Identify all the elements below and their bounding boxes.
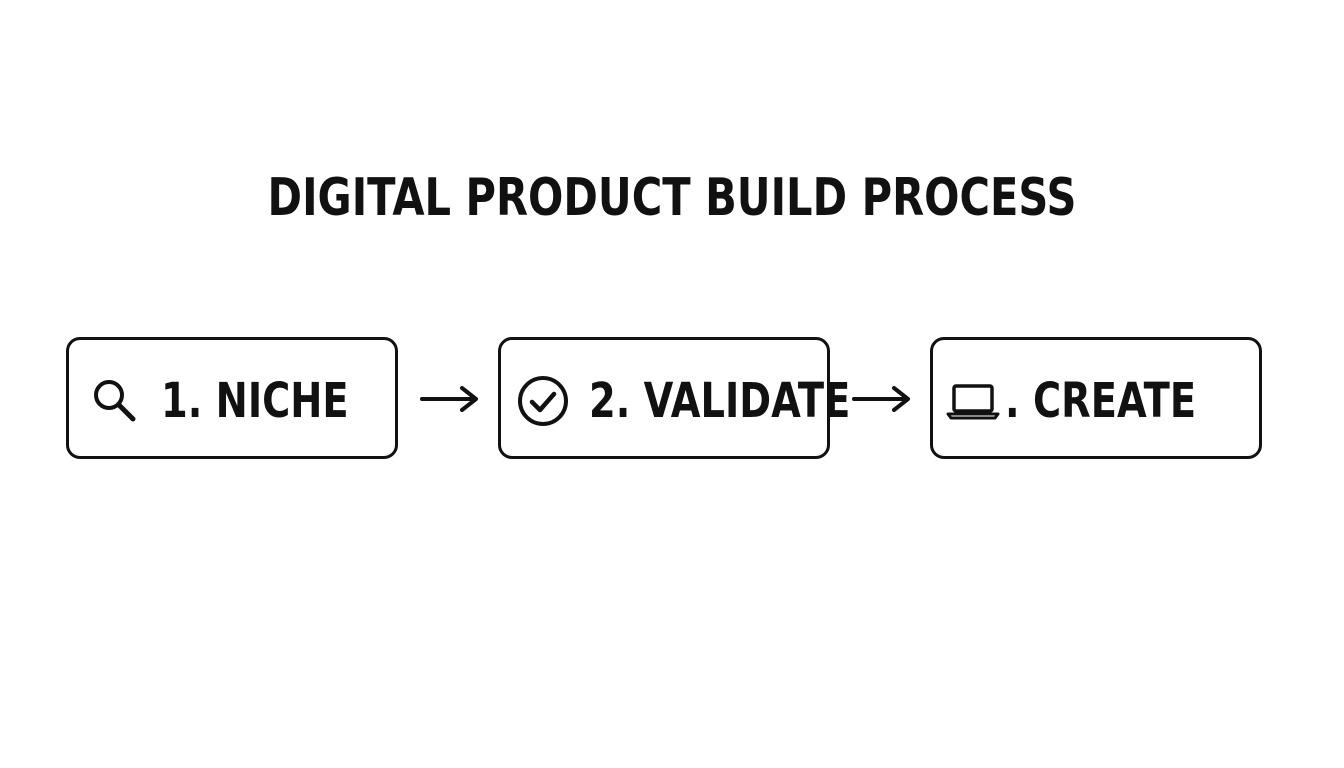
diagram-title: DIGITAL PRODUCT BUILD PROCESS bbox=[267, 168, 1077, 228]
check-circle-icon bbox=[515, 373, 571, 429]
step-create: . CREATE bbox=[930, 337, 1262, 459]
search-icon bbox=[87, 373, 143, 429]
step-label: 2. VALIDATE bbox=[589, 373, 851, 429]
arrow-right-icon bbox=[852, 381, 912, 417]
step-validate: 2. VALIDATE bbox=[498, 337, 850, 459]
step-label: 1. NICHE bbox=[161, 373, 349, 429]
step-niche: 1. NICHE bbox=[66, 337, 398, 459]
step-label: . CREATE bbox=[1005, 373, 1197, 429]
arrow-right-icon bbox=[420, 381, 480, 417]
laptop-icon bbox=[945, 373, 1001, 429]
